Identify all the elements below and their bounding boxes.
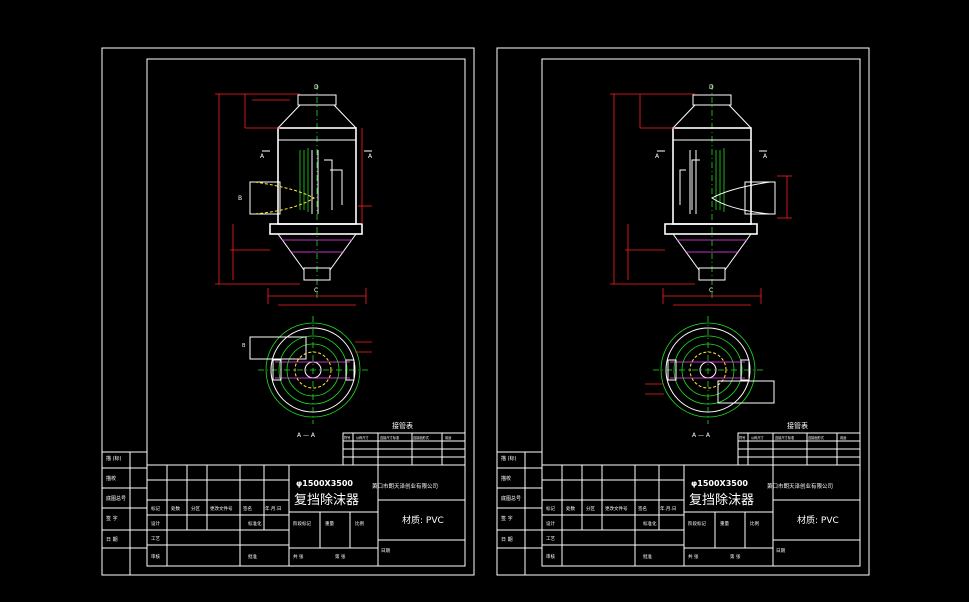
side-label: 日 期 xyxy=(106,537,118,543)
sheet-2-elevation-view: A A D C xyxy=(655,84,776,300)
left-label: 比例 xyxy=(750,520,759,527)
table-header: 用途 xyxy=(445,435,452,440)
left-label: 批准 xyxy=(248,553,257,560)
sheet-1-dimensions xyxy=(215,93,372,306)
svg-text:A: A xyxy=(655,153,660,160)
sheet-2-nozzle-table: 接管表 符号 公称尺寸 连接尺寸标准 连接面形式 用途 xyxy=(737,421,861,466)
side-label: 日 期 xyxy=(501,537,513,543)
left-label: 阶段标记 xyxy=(688,520,706,527)
sheet-2-outer-frame xyxy=(496,47,870,576)
table-header: 用途 xyxy=(840,435,847,440)
svg-text:B: B xyxy=(242,343,246,349)
side-label: 描 (标) xyxy=(501,455,517,462)
side-label: 描校 xyxy=(106,475,116,482)
left-label: 工艺 xyxy=(151,536,160,542)
svg-text:D: D xyxy=(709,84,714,91)
sheet-1-plan-view: B A — A xyxy=(242,316,372,439)
sheet-1-title-block: 标记 处数 分区 更改文件号 签名 年.月.日 设计 工艺 审核 标准化 阶段标… xyxy=(146,464,466,567)
title-name: 复挡除沫器 xyxy=(294,493,359,508)
side-label: 描校 xyxy=(501,475,511,482)
side-label: 底图总号 xyxy=(106,495,126,502)
left-label: 重量 xyxy=(720,520,729,527)
svg-text:D: D xyxy=(314,84,319,91)
block-label: 处数 xyxy=(566,505,575,512)
drawing-sheet-1: 描 (标) 描校 底图总号 签 字 日 期 xyxy=(101,47,475,576)
title-spec: φ1500X3500 xyxy=(691,479,748,488)
left-label: 审核 xyxy=(151,553,160,560)
block-label: 处数 xyxy=(171,505,180,512)
svg-text:C: C xyxy=(314,287,318,294)
side-label: 描 (标) xyxy=(106,455,122,462)
svg-text:C: C xyxy=(709,287,713,294)
block-label: 更改文件号 xyxy=(605,505,628,512)
sheet-1-elevation-view: A A D C B xyxy=(238,84,373,300)
section-label: A — A xyxy=(297,432,316,439)
left-label: 比例 xyxy=(355,520,364,527)
left-label: 日期 xyxy=(381,548,390,554)
sheet-2-title-block: 标记 处数 分区 更改文件号 签名 年.月.日 设计 工艺 审核 标准化 阶段标… xyxy=(541,464,861,567)
left-label: 第 张 xyxy=(730,553,741,560)
block-label: 年.月.日 xyxy=(265,505,281,512)
table-title: 接管表 xyxy=(392,421,413,430)
left-label: 阶段标记 xyxy=(293,520,311,527)
sheet-1-nozzle-table: 接管表 符号 公称尺寸 连接尺寸标准 连接面形式 用途 xyxy=(342,421,466,466)
table-header: 公称尺寸 xyxy=(356,435,370,440)
side-label: 底图总号 xyxy=(501,495,521,502)
company-name: 萧口市朗天泽创业有限公司 xyxy=(372,482,438,490)
sheet-2-dimensions xyxy=(610,93,792,306)
left-label: 设计 xyxy=(151,520,160,527)
left-label: 设计 xyxy=(546,520,555,527)
sheet-1-side-strip: 描 (标) 描校 底图总号 签 字 日 期 xyxy=(102,451,147,575)
left-label: 日期 xyxy=(776,548,785,554)
block-label: 更改文件号 xyxy=(210,505,233,512)
left-label: 批准 xyxy=(643,553,652,560)
block-label: 分区 xyxy=(191,505,200,512)
table-header: 连接尺寸标准 xyxy=(380,435,400,440)
table-header: 公称尺寸 xyxy=(751,435,765,440)
block-label: 分区 xyxy=(586,505,595,512)
table-header: 符号 xyxy=(739,435,745,440)
material-label: 材质: PVC xyxy=(402,514,444,526)
svg-text:A: A xyxy=(368,153,373,160)
table-header: 符号 xyxy=(344,435,350,440)
left-label: 重量 xyxy=(325,520,334,527)
left-label: 标准化 xyxy=(643,520,657,527)
sheet-2-plan-view: A — A xyxy=(645,316,775,439)
left-label: 共 张 xyxy=(688,553,699,560)
svg-text:A: A xyxy=(763,153,768,160)
block-label: 签名 xyxy=(638,505,647,512)
title-name: 复挡除沫器 xyxy=(689,493,754,508)
svg-text:A: A xyxy=(260,153,265,160)
block-label: 签名 xyxy=(243,505,252,512)
side-label: 签 字 xyxy=(106,515,118,522)
block-label: 标记 xyxy=(546,505,555,512)
title-spec: φ1500X3500 xyxy=(296,479,353,488)
block-label: 标记 xyxy=(151,505,160,512)
material-label: 材质: PVC xyxy=(797,514,839,526)
table-header: 连接尺寸标准 xyxy=(775,435,795,440)
sheet-1-outer-frame xyxy=(101,47,475,576)
svg-text:B: B xyxy=(238,195,242,202)
table-header: 连接面形式 xyxy=(808,435,825,440)
block-label: 年.月.日 xyxy=(660,505,676,512)
section-label: A — A xyxy=(692,432,711,439)
left-label: 共 张 xyxy=(293,553,304,560)
side-label: 签 字 xyxy=(501,515,513,522)
table-header: 连接面形式 xyxy=(413,435,430,440)
left-label: 工艺 xyxy=(546,536,555,542)
left-label: 第 张 xyxy=(335,553,346,560)
company-name: 萧口市朗天泽创业有限公司 xyxy=(767,482,833,490)
left-label: 标准化 xyxy=(248,520,262,527)
left-label: 审核 xyxy=(546,553,555,560)
drawing-sheet-2: 描 (标) 描校 底图总号 签 字 日 期 A A D xyxy=(496,47,870,576)
table-title: 接管表 xyxy=(787,421,808,430)
sheet-2-side-strip: 描 (标) 描校 底图总号 签 字 日 期 xyxy=(497,451,542,575)
